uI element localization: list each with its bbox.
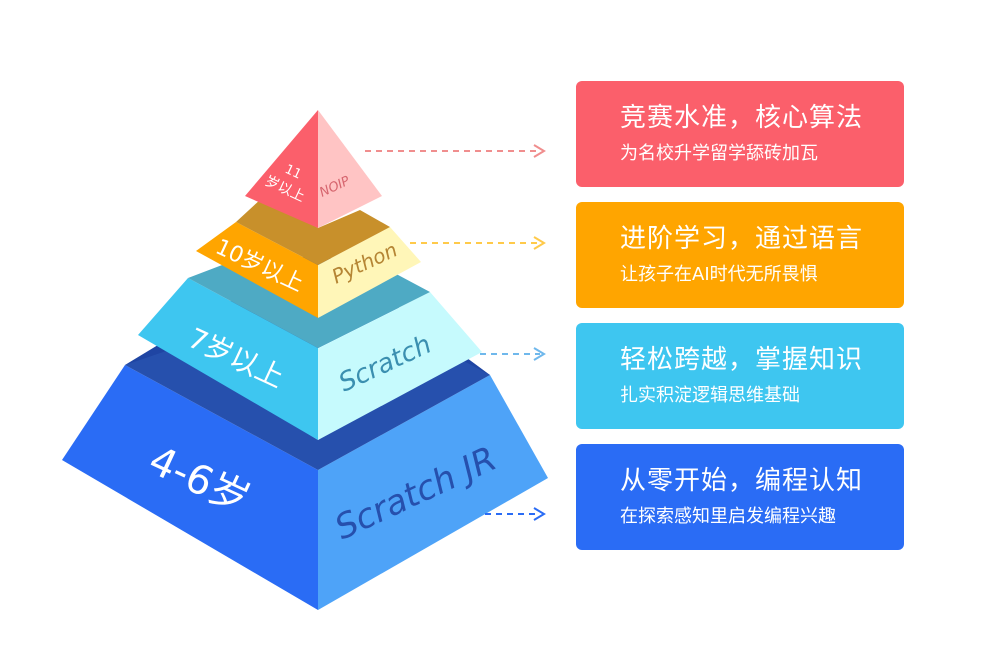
arrow-scratch-jr bbox=[485, 507, 546, 521]
tier-noip-age-number: 11 bbox=[282, 162, 303, 183]
tier-python-left-face bbox=[196, 222, 318, 318]
card-python-subtitle: 让孩子在AI时代无所畏惧 bbox=[620, 264, 818, 285]
card-scratch-jr: 从零开始，编程认知 在探索感知里启发编程兴趣 bbox=[576, 444, 904, 550]
card-noip-subtitle: 为名校升学留学舔砖加瓦 bbox=[620, 143, 818, 164]
tier-python-right-face bbox=[318, 227, 421, 318]
card-noip-title: 竞赛水准，核心算法 bbox=[620, 103, 864, 133]
card-scratch-jr-title: 从零开始，编程认知 bbox=[620, 466, 864, 496]
card-python: 进阶学习，通过语言 让孩子在AI时代无所畏惧 bbox=[576, 202, 904, 308]
arrow-scratch bbox=[480, 347, 546, 361]
arrow-python bbox=[410, 236, 546, 250]
card-scratch-jr-subtitle: 在探索感知里启发编程兴趣 bbox=[620, 506, 836, 527]
pyramid-diagram: 4-6岁 Scratch JR 7岁以上 Scratch 10岁以上 Pytho… bbox=[62, 110, 548, 610]
card-scratch: 轻松跨越，掌握知识 扎实积淀逻辑思维基础 bbox=[576, 323, 904, 429]
tier-noip: 11 岁以上 NOIP bbox=[245, 110, 382, 228]
tier-noip-right-face bbox=[318, 110, 382, 228]
tier-scratch-jr-left-face bbox=[62, 365, 318, 610]
tier-scratch-right-face bbox=[318, 292, 482, 440]
card-scratch-title: 轻松跨越，掌握知识 bbox=[620, 345, 864, 375]
card-scratch-subtitle: 扎实积淀逻辑思维基础 bbox=[620, 385, 800, 406]
card-python-title: 进阶学习，通过语言 bbox=[620, 224, 864, 254]
arrow-noip bbox=[365, 144, 546, 158]
tier-scratch: 7岁以上 Scratch bbox=[138, 262, 482, 440]
tier-noip-left-face bbox=[245, 110, 318, 228]
tier-scratch-left-face bbox=[138, 278, 318, 440]
tier-scratch-jr-right-face bbox=[318, 375, 548, 610]
tier-python-top-face bbox=[236, 198, 390, 265]
card-noip: 竞赛水准，核心算法 为名校升学留学舔砖加瓦 bbox=[576, 81, 904, 187]
